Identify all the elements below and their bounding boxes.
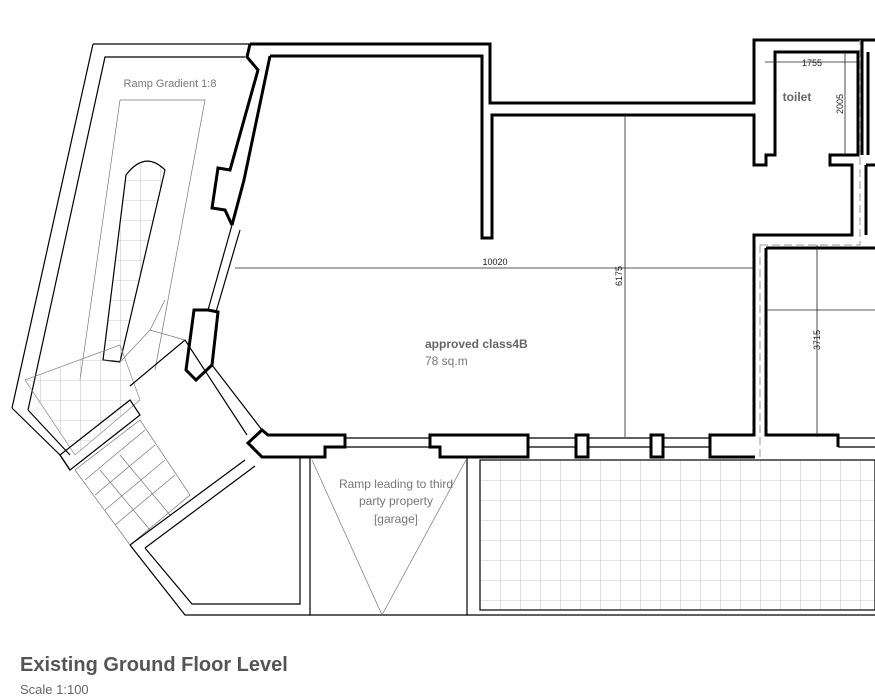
dim-toilet-depth: 2005	[835, 94, 845, 114]
garage-ramp-label-3: [garage]	[374, 512, 418, 526]
walls	[184, 38, 875, 460]
garage-ramp-label-2: party property	[359, 494, 433, 508]
dim-right-room-depth: 3715	[812, 330, 822, 350]
room-area-label: 78 sq.m	[425, 354, 468, 368]
ramp-gradient-label: Ramp Gradient 1:8	[124, 78, 217, 90]
dim-toilet-width: 1755	[802, 58, 822, 68]
garage-ramp-label-1: Ramp leading to third	[339, 477, 453, 491]
dim-main-width: 10020	[482, 257, 507, 267]
drawing-title: Existing Ground Floor Level	[20, 654, 288, 676]
ramp-structure	[11, 43, 310, 616]
room-name-label: approved class4B	[425, 337, 528, 351]
dimensions: 10020 6175 3715 1755 2005	[235, 52, 875, 437]
external-areas	[309, 457, 875, 616]
dim-main-depth: 6175	[614, 266, 624, 286]
drawing-scale: Scale 1:100	[20, 682, 89, 697]
toilet-label: toilet	[783, 90, 812, 104]
